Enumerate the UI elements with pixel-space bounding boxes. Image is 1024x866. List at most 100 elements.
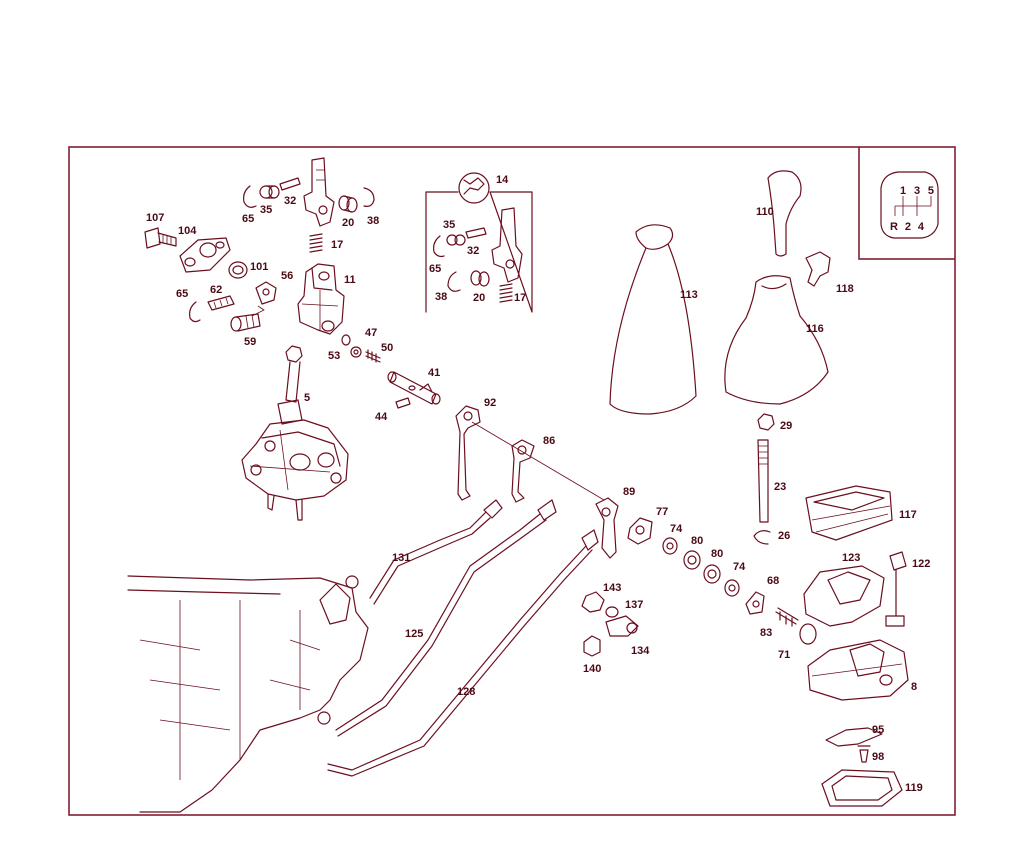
washer-80-b (703, 564, 721, 584)
label-65-c: 65 (429, 263, 441, 275)
clip-118 (805, 251, 831, 287)
washer-101 (228, 261, 248, 279)
label-32-b: 32 (467, 245, 479, 257)
spring-17-kit (499, 283, 513, 303)
lever-56 (255, 281, 277, 305)
pin-62 (207, 295, 235, 311)
oring-53 (341, 334, 351, 346)
lever-86 (511, 439, 535, 503)
label-89: 89 (623, 486, 635, 498)
label-119: 119 (905, 782, 923, 794)
clip-143 (581, 591, 605, 613)
label-65-a: 65 (242, 213, 254, 225)
bracket-123 (803, 565, 885, 627)
lever-89 (595, 497, 619, 559)
label-71: 71 (778, 649, 790, 661)
screw-98 (857, 745, 871, 763)
label-5: 5 (304, 392, 310, 404)
selector-housing-11 (297, 263, 345, 335)
shift-finger (303, 157, 335, 227)
nut-29 (757, 413, 775, 431)
spring-83 (775, 607, 799, 627)
label-17-b: 17 (514, 292, 526, 304)
label-101: 101 (250, 261, 268, 273)
bolt-59 (230, 313, 261, 332)
bushing-35 (259, 185, 280, 199)
tray-117 (805, 485, 893, 541)
label-8: 8 (911, 681, 917, 693)
label-122: 122 (912, 558, 930, 570)
circlip-65-top (243, 185, 257, 208)
label-50: 50 (381, 342, 393, 354)
shift-rods (327, 499, 599, 777)
label-23: 23 (774, 481, 786, 493)
shift-housing-assembly (144, 157, 441, 409)
leader-92-89 (471, 421, 605, 501)
label-68: 68 (767, 575, 779, 587)
washer-74-a (662, 537, 678, 555)
label-131: 131 (392, 552, 410, 564)
label-44: 44 (375, 411, 388, 423)
repair-kit-inset-14 (425, 172, 533, 313)
bushing-71 (799, 623, 817, 645)
gasket-95 (825, 727, 883, 747)
label-77: 77 (656, 506, 668, 518)
shift-pattern-bottom: R 2 4 (890, 221, 925, 233)
shift-lever-5 (241, 345, 349, 521)
washer-47 (350, 346, 362, 358)
label-65-b: 65 (176, 288, 188, 300)
shaft-41 (387, 371, 441, 405)
pin-32 (279, 177, 301, 191)
rod-128 (327, 545, 593, 777)
label-20-b: 20 (473, 292, 485, 304)
bolt-107 (144, 227, 177, 249)
label-11: 11 (344, 274, 356, 286)
label-38-b: 38 (435, 291, 447, 303)
label-117: 117 (899, 509, 917, 521)
rod-23 (757, 439, 769, 523)
callout-labels: 107 104 101 65 35 32 20 38 17 11 56 62 6… (146, 174, 930, 794)
label-125: 125 (405, 628, 423, 640)
label-140: 140 (583, 663, 601, 675)
label-116: 116 (806, 323, 824, 335)
washer-stack (627, 517, 817, 645)
label-143: 143 (603, 582, 621, 594)
label-95: 95 (872, 724, 884, 736)
linkage-levers (455, 405, 619, 559)
nut-140 (583, 635, 601, 657)
bushing-137 (605, 606, 619, 618)
spring-50 (365, 349, 381, 363)
bracket-104 (179, 237, 231, 273)
label-123: 123 (842, 552, 860, 564)
transmission-housing (127, 575, 369, 813)
circlip-65-lower (189, 301, 201, 323)
label-83: 83 (760, 627, 772, 639)
pin-32-kit (465, 227, 487, 239)
bushing-77 (627, 517, 653, 545)
circlip-65-kit (433, 235, 445, 258)
label-86: 86 (543, 435, 555, 447)
label-118: 118 (836, 283, 854, 295)
base-8 (807, 639, 909, 701)
label-62: 62 (210, 284, 222, 296)
lever-134 (605, 615, 639, 637)
shift-boots (609, 170, 831, 415)
label-14: 14 (496, 174, 509, 186)
label-35-b: 35 (443, 219, 455, 231)
bushing-20 (338, 195, 358, 213)
shift-pattern-inset: 1 3 5 R 2 4 (858, 147, 955, 260)
lever-92 (455, 405, 481, 501)
washer-80-a (683, 550, 701, 570)
label-56: 56 (281, 270, 293, 282)
circlip-38 (363, 187, 375, 207)
label-110: 110 (756, 206, 774, 218)
label-29: 29 (780, 420, 792, 432)
pin-44 (395, 397, 411, 409)
bolt-122 (889, 551, 907, 571)
label-38-a: 38 (367, 215, 379, 227)
knob-110 (767, 170, 802, 257)
label-137: 137 (625, 599, 643, 611)
washer-74-b (724, 579, 740, 597)
label-80-a: 80 (691, 535, 703, 547)
label-20-a: 20 (342, 217, 354, 229)
